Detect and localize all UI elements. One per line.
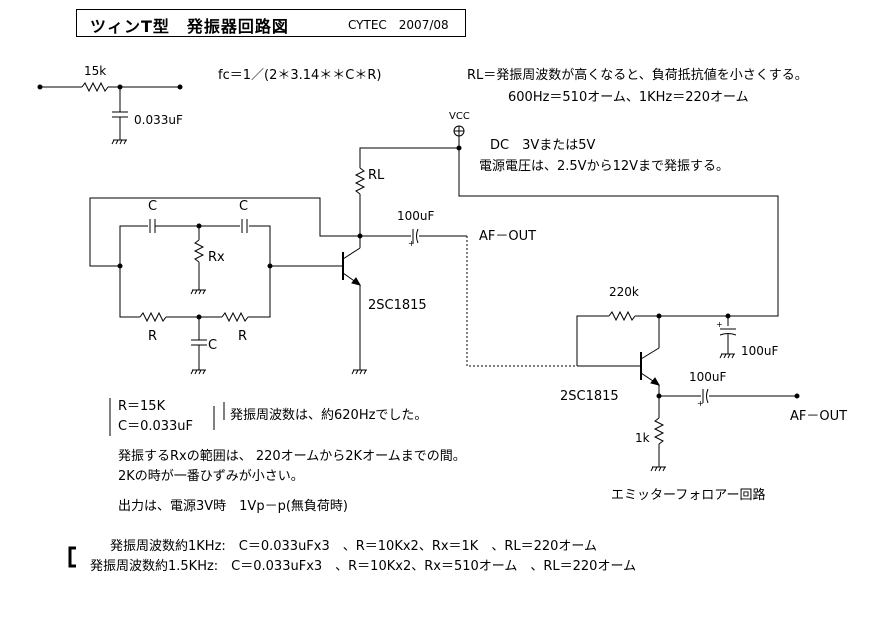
note-rx-range: 発振するRxの範囲は、 220オームから2Kオームまでの間。: [118, 449, 466, 464]
page-title: ツィンT型 発振器回路図: [90, 17, 289, 36]
label-rl: RL: [368, 168, 385, 183]
ground-follower: [650, 466, 666, 472]
ground-emitter: [351, 369, 367, 375]
rl-note-line1: RL＝発振周波数が高くなると、負荷抵抗値を小さくする。: [467, 68, 808, 83]
resistor-rx: [193, 239, 205, 263]
author-date: CYTEC 2007/08: [348, 18, 449, 32]
result-r-value: R＝15K: [118, 399, 166, 414]
svg-text:+: +: [697, 399, 704, 408]
note-distortion: 2Kの時が一番ひずみが小さい。: [118, 469, 304, 484]
capacitor-c-top-right: [241, 219, 248, 233]
result-box-frame: [109, 398, 225, 436]
emitter-follower: + +: [576, 310, 800, 472]
note-output-level: 出力は、電源3V時 1Vp－p(無負荷時): [118, 499, 348, 514]
svg-text:+: +: [716, 320, 723, 329]
ref-resistor: [81, 81, 109, 93]
label-decoupling-cap: 100uF: [741, 344, 779, 358]
label-rx: Rx: [208, 250, 225, 265]
label-coupling-cap: 100uF: [397, 209, 435, 223]
label-osc-output: AF－OUT: [479, 229, 537, 244]
follower-output-terminal: [794, 393, 800, 399]
result-c-value: C＝0.033uF: [118, 419, 194, 434]
capacitor-c-bottom: [191, 339, 207, 346]
ground-decoupling: [719, 353, 735, 359]
resistor-r-left: [139, 311, 167, 323]
ref-resistor-label: 15k: [84, 64, 107, 78]
label-output-cap: 100uF: [689, 370, 727, 384]
example-1-5khz: 発振周波数約1.5KHz: C＝0.033uFx3 、R＝10Kx2、Rx＝51…: [90, 559, 637, 574]
ref-capacitor-label: 0.033uF: [134, 113, 183, 127]
follower-caption: エミッターフォロアー回路: [611, 488, 766, 503]
label-c-top-right: C: [239, 199, 249, 214]
output-capacitor: +: [697, 388, 709, 408]
label-osc-transistor: 2SC1815: [368, 298, 427, 313]
label-1k: 1k: [635, 431, 650, 445]
label-follower-output: AF－OUT: [790, 409, 848, 424]
ref-ground-symbol: [111, 139, 127, 145]
resistor-1k: [653, 417, 665, 445]
decoupling-capacitor: +: [716, 320, 737, 336]
rl-note-line2: 600Hz＝510オーム、1KHz＝220オーム: [508, 90, 749, 105]
examples-bracket: [68, 546, 76, 568]
label-r-right: R: [238, 329, 248, 344]
frequency-formula: fc＝1／(2＊3.14＊＊C＊R): [218, 68, 382, 83]
title-frame: [76, 9, 466, 37]
ref-rc-circuit: [37, 81, 183, 145]
example-1khz: 発振周波数約1KHz: C＝0.033uFx3 、R＝10Kx2、Rx＝1K 、…: [110, 539, 598, 554]
resistor-220k: [608, 310, 636, 322]
vcc-label: VCC: [449, 111, 470, 122]
ref-output-terminal: [177, 84, 183, 90]
oscillator-supply-and-output: +: [351, 125, 779, 375]
label-c-top-left: C: [148, 199, 158, 214]
label-r-left: R: [148, 329, 158, 344]
capacitor-c-top-left: [149, 219, 156, 233]
label-220k: 220k: [609, 285, 639, 299]
resistor-rl: [354, 167, 366, 195]
dotted-connection: [466, 236, 577, 367]
oscillator-transistor: [342, 247, 362, 286]
coupling-capacitor: +: [408, 228, 419, 248]
label-c-bottom: C: [208, 338, 218, 353]
label-follower-transistor: 2SC1815: [560, 389, 619, 404]
supply-voltage: DC 3Vまたは5V: [490, 138, 596, 153]
twin-t-network: [89, 197, 360, 375]
svg-text:+: +: [408, 239, 415, 248]
supply-range: 電源電圧は、2.5Vから12Vまで発振する。: [479, 159, 730, 174]
resistor-r-right: [221, 311, 249, 323]
ground-c-bottom: [190, 369, 206, 375]
result-frequency: 発振周波数は、約620Hzでした。: [230, 408, 428, 423]
ground-rx: [190, 289, 206, 295]
ref-capacitor: [112, 111, 128, 118]
